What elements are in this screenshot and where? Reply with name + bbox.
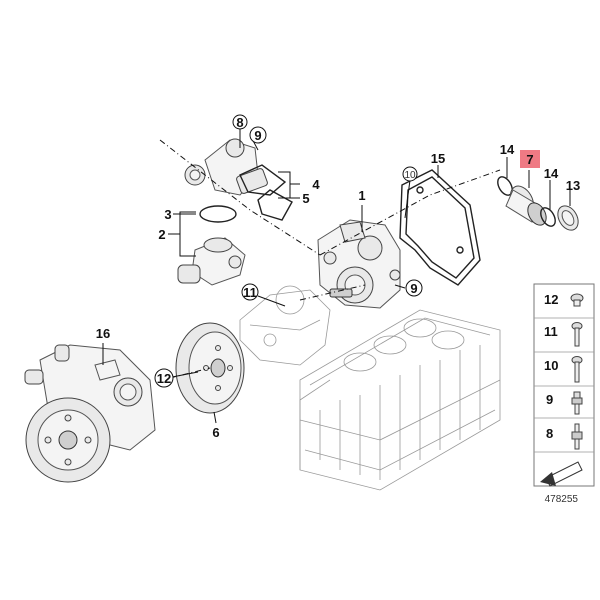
thermostat-housing-8 [184,138,268,196]
callout-2: 2 [158,227,165,242]
svg-text:9: 9 [254,128,261,143]
seal-ring-3 [199,205,237,223]
callout-15: 15 [431,151,445,166]
stud-9-icon [571,391,583,415]
callout-16: 16 [96,326,110,341]
leader-lines [102,128,571,424]
svg-text:10: 10 [404,170,416,181]
legend-label-11: 11 [544,324,558,339]
bolt-10-icon [571,356,583,383]
callout-1: 1 [358,188,365,203]
svg-text:8: 8 [236,115,243,130]
legend-label-9: 9 [546,392,553,407]
seal-ring-14-left [497,176,513,196]
callout-14-left: 14 [500,142,515,157]
callout-11: 11 [241,283,259,301]
callout-3: 3 [164,207,171,222]
arrow-icon [540,461,583,487]
callout-6: 6 [212,425,219,440]
reference-number: 478255 [545,494,579,505]
callout-14-right: 14 [544,166,559,181]
pump-housing-11 [239,285,331,366]
water-pump-1 [317,219,401,309]
callout-9-top: 9 [249,126,267,144]
stud-8-icon [571,423,583,450]
callout-12: 12 [154,368,174,388]
svg-text:12: 12 [157,371,171,386]
legend-label-12: 12 [544,292,558,307]
svg-text:9: 9 [410,281,417,296]
svg-text:11: 11 [243,285,257,300]
callout-7-highlight: 7 [520,150,540,168]
gasket-15 [399,169,481,286]
engine-block [299,309,501,491]
legend-label-8: 8 [546,426,553,441]
gasket-4 [239,164,287,196]
callout-10: 10 [402,166,418,182]
callout-5: 5 [302,191,309,206]
legend-label-10: 10 [544,358,558,373]
sleeve-13 [557,205,579,231]
pipe-connector-7 [505,185,547,226]
bolt-11-icon [571,322,583,347]
fastener-legend-panel: 12 11 10 9 8 [533,283,595,487]
svg-text:7: 7 [526,152,533,167]
pump-assembly-16 [24,344,156,483]
callout-8: 8 [232,114,248,130]
callout-4: 4 [312,177,320,192]
callout-13: 13 [566,178,580,193]
thermostat-2 [177,237,246,286]
gasket-5 [257,189,293,221]
callout-9-bottom: 9 [405,279,423,297]
bolt-12-icon [570,293,584,307]
seal-ring-14-right [540,207,556,227]
